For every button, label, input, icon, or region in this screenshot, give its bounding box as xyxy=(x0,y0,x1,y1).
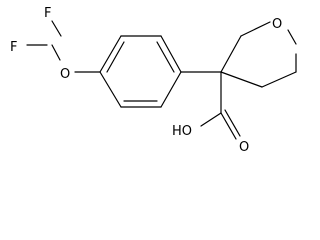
difluoromethoxy-group xyxy=(26,20,101,73)
carbonyl-double-bond-a xyxy=(220,112,237,140)
benzene-inner-double-bond-1 xyxy=(106,41,125,73)
carbonyl-double-bond-b xyxy=(224,109,241,137)
pyran-bond-3 xyxy=(287,29,297,45)
bond-chf2-to-ether-o xyxy=(51,44,61,61)
benzene-bond-1 xyxy=(99,35,122,73)
pyran-bond-1 xyxy=(220,35,242,73)
tetrahydropyran-ring xyxy=(220,21,297,88)
benzene-inner-double-bond-2 xyxy=(156,41,175,73)
molecule-structure-diagram: F F O O O HO xyxy=(10,6,297,151)
pyran-bond-2 xyxy=(240,21,271,37)
carboxylic-acid-group xyxy=(200,71,241,140)
benzene-bond-6 xyxy=(99,71,122,108)
pyran-bond-5 xyxy=(261,71,297,88)
ether-oxygen-label: O xyxy=(60,67,70,82)
bond-f-top-to-chf2 xyxy=(51,20,62,37)
carbonyl-oxygen-label: O xyxy=(239,140,249,151)
pyran-bond-6 xyxy=(220,71,263,88)
bond-carboxyl-carbon-to-hydroxyl xyxy=(200,112,222,127)
benzene-ring xyxy=(99,35,182,108)
fluorine-top-label: F xyxy=(44,6,51,21)
benzene-bond-3 xyxy=(160,35,182,73)
hydroxyl-label: HO xyxy=(172,124,192,139)
ring-oxygen-label: O xyxy=(272,17,282,32)
fluorine-left-label: F xyxy=(10,40,17,55)
benzene-bond-4 xyxy=(160,71,182,108)
